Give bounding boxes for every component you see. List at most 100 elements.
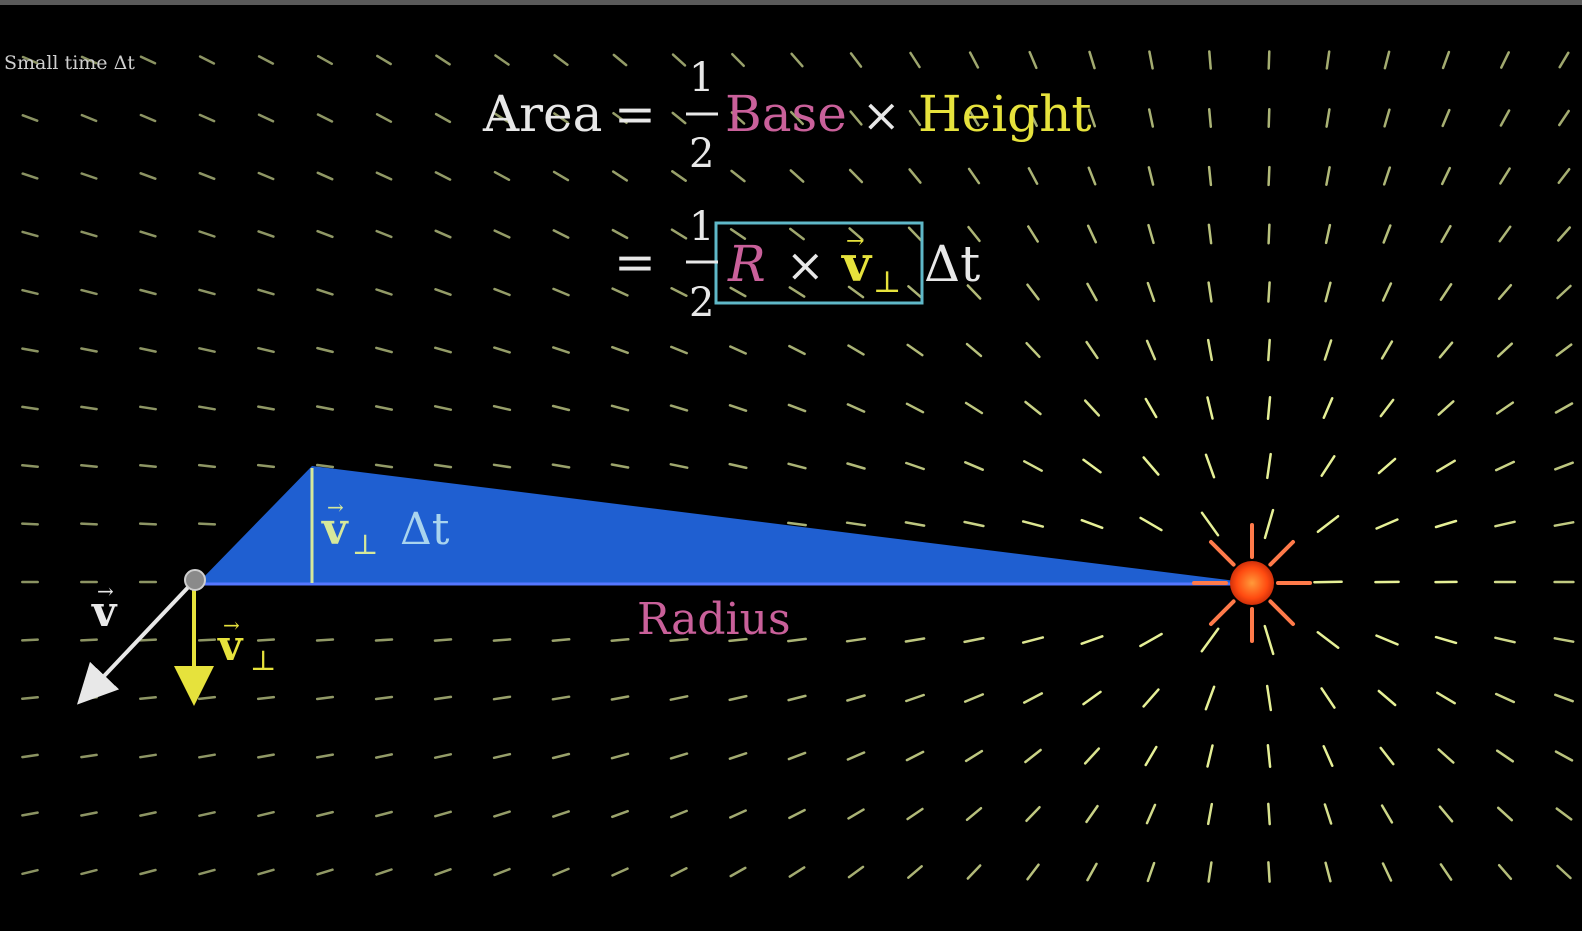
field-arrow (671, 111, 687, 125)
field-arrow (80, 405, 98, 411)
field-arrow (1320, 455, 1336, 477)
field-arrow (905, 750, 925, 762)
sun-ray (1209, 540, 1236, 567)
field-arrow (1436, 691, 1456, 705)
field-arrow (1206, 338, 1214, 362)
field-arrow (845, 521, 867, 527)
field-arrow (669, 404, 689, 412)
field-arrow (139, 230, 157, 238)
field-arrow (1145, 803, 1157, 825)
field-arrow (1083, 399, 1101, 417)
field-arrow (1208, 50, 1212, 70)
field-arrow (551, 695, 571, 701)
fraction-denominator-2: 2 (689, 280, 714, 326)
field-arrow (1087, 166, 1097, 186)
field-arrow (433, 638, 453, 642)
field-arrow (1267, 223, 1271, 245)
equation-line-2: = 1 2 R × v → ⊥ Δt (614, 204, 980, 326)
field-arrow (21, 811, 39, 817)
field-arrow (551, 404, 571, 412)
field-arrow (611, 809, 629, 819)
field-arrow (1554, 750, 1574, 762)
field-arrow (435, 54, 451, 66)
field-arrow (256, 638, 276, 642)
field-arrow (847, 808, 865, 820)
field-arrow (1265, 684, 1273, 712)
field-arrow (964, 461, 984, 471)
vperp-label-v: v (217, 621, 244, 670)
field-arrow (670, 345, 688, 355)
field-arrow (1554, 402, 1574, 414)
height-label-v: v (321, 504, 349, 555)
field-arrow (905, 693, 925, 703)
field-arrow (669, 695, 689, 701)
times-sign-2: × (786, 238, 825, 292)
field-arrow (730, 111, 746, 125)
field-arrow (1267, 281, 1271, 303)
field-arrow (611, 867, 629, 877)
field-arrow (612, 53, 628, 67)
field-arrow (789, 169, 805, 183)
field-arrow (1085, 340, 1099, 360)
field-arrow (1439, 283, 1453, 301)
field-arrow (909, 51, 921, 69)
equation-line-1: Area = 1 2 Base × Height (482, 55, 1092, 177)
field-arrow (1266, 743, 1272, 769)
field-arrow (669, 463, 689, 469)
field-arrow (1436, 459, 1456, 473)
field-arrow (493, 867, 511, 877)
field-arrow (80, 230, 98, 238)
field-arrow (21, 55, 39, 65)
field-arrow (80, 55, 98, 65)
field-arrow (315, 753, 335, 759)
equals-sign-1: = (614, 85, 656, 143)
swept-area-triangle (198, 466, 1252, 583)
field-arrow (787, 751, 807, 761)
area-term: Area (482, 85, 602, 143)
field-arrow (1380, 804, 1394, 824)
field-arrow (552, 810, 570, 818)
field-arrow (1496, 806, 1514, 822)
field-arrow (964, 749, 984, 763)
field-arrow (1438, 805, 1454, 823)
field-arrow (434, 346, 452, 354)
field-arrow (790, 52, 804, 68)
field-arrow (610, 463, 630, 469)
field-arrow (1556, 864, 1572, 880)
field-arrow (1495, 401, 1515, 415)
field-arrow (905, 402, 925, 414)
field-arrow (80, 347, 98, 353)
field-arrow (1142, 688, 1160, 708)
field-arrow (788, 808, 806, 820)
fraction-numerator-2: 1 (689, 204, 714, 250)
field-arrow (21, 172, 39, 180)
field-arrow (21, 638, 39, 642)
field-arrow (1146, 861, 1156, 883)
field-arrow (139, 753, 157, 759)
field-arrow (433, 753, 453, 759)
field-arrow (1441, 50, 1451, 70)
field-arrow (671, 53, 687, 67)
field-arrow (966, 864, 982, 880)
field-arrow (316, 54, 334, 66)
field-arrow (968, 109, 980, 127)
field-arrow (434, 171, 452, 181)
field-arrow (1021, 520, 1045, 528)
field-arrow (21, 696, 39, 700)
field-arrow (1200, 511, 1220, 537)
field-arrow (197, 695, 217, 701)
field-arrow (1377, 689, 1397, 707)
field-arrow (788, 286, 806, 298)
field-arrow (434, 229, 452, 239)
field-arrow (1382, 166, 1392, 186)
field-arrow (1207, 861, 1213, 883)
field-arrow (908, 168, 922, 184)
field-arrow (21, 347, 39, 353)
field-arrow (1144, 745, 1158, 767)
field-arrow (551, 752, 571, 760)
perp-sub-2: ⊥ (873, 265, 901, 300)
field-arrow (787, 694, 807, 702)
field-arrow (904, 637, 926, 643)
field-arrow (965, 806, 983, 822)
field-arrow (256, 463, 276, 469)
